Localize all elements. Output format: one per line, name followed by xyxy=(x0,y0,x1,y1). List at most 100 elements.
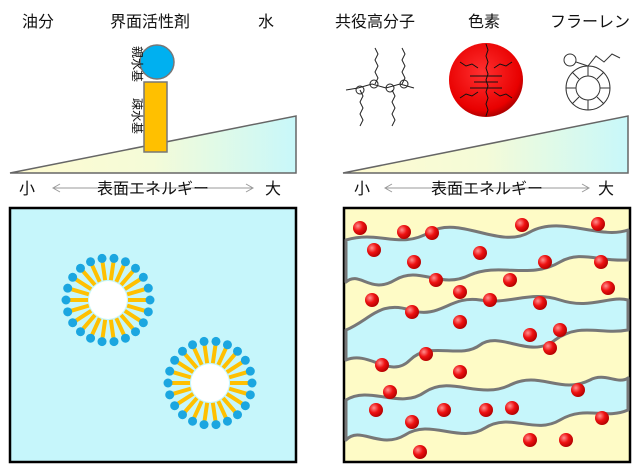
surfactant-tail xyxy=(70,287,90,297)
label-hydrophilic: 親水基 xyxy=(130,46,144,82)
surfactant-head xyxy=(109,253,119,263)
oil-core xyxy=(89,281,127,319)
surfactant-tail xyxy=(225,392,244,406)
surfactant-head xyxy=(120,333,130,343)
surfactant-head xyxy=(188,416,198,426)
surfactant-tail xyxy=(119,269,135,287)
surfactant-head xyxy=(97,253,107,263)
label-surfactant: 界面活性剤 xyxy=(110,12,190,31)
surfactant-tail xyxy=(221,396,237,414)
axis-large: 大 xyxy=(598,179,614,198)
water-panel xyxy=(8,206,298,464)
surfactant-tail xyxy=(114,264,126,283)
label-oil: 油分 xyxy=(22,12,54,31)
axis-title: 表面エネルギー xyxy=(431,179,543,198)
dye-particle xyxy=(591,217,605,231)
surfactant-tail xyxy=(183,396,199,414)
surfactant-head xyxy=(211,336,221,346)
dye-particle xyxy=(503,273,517,287)
surfactant-tail xyxy=(192,400,204,419)
surfactant-tail xyxy=(114,317,126,336)
dye-particle xyxy=(479,403,493,417)
surfactant-tail xyxy=(202,345,210,364)
surfactant-head xyxy=(86,333,96,343)
oil-core xyxy=(191,364,229,402)
surfactant-head xyxy=(233,346,243,356)
surfactant-tail xyxy=(216,347,228,366)
surfactant-tail xyxy=(108,319,116,338)
dye-particle xyxy=(453,285,467,299)
label-fullerene: フラーレン xyxy=(550,12,630,31)
dye-particle xyxy=(383,385,397,399)
surfactant-head xyxy=(68,272,78,282)
surfactant-tail xyxy=(126,287,146,297)
dye-particle xyxy=(429,273,443,287)
surfactant-head xyxy=(61,295,71,305)
surfactant-tail xyxy=(70,303,90,313)
surfactant-tail xyxy=(81,269,97,287)
surfactant-tail xyxy=(172,370,192,380)
surfactant-head xyxy=(163,378,173,388)
axis-title: 表面エネルギー xyxy=(97,179,209,198)
dye-particle xyxy=(571,383,585,397)
dye-particle xyxy=(594,255,608,269)
dye-particle xyxy=(523,328,537,342)
surfactant-tail xyxy=(123,309,142,323)
dye-particle xyxy=(425,226,439,240)
right-header: 共役高分子 色素 フラーレン xyxy=(335,12,630,31)
surfactant-head xyxy=(97,337,107,347)
surfactant-tail xyxy=(202,402,210,421)
surfactant-tail xyxy=(210,345,218,364)
dye-particle xyxy=(595,411,609,425)
surfactant-head xyxy=(177,346,187,356)
surfactant-head xyxy=(68,318,78,328)
dye-particle xyxy=(553,323,567,337)
surfactant-head xyxy=(245,390,255,400)
surfactant-head xyxy=(247,378,257,388)
axis-large: 大 xyxy=(265,179,281,198)
surfactant-head xyxy=(222,416,232,426)
surfactant-tail xyxy=(100,319,108,338)
dye-particle xyxy=(365,293,379,307)
surfactant-tail xyxy=(172,386,192,396)
hydrophilic-head xyxy=(139,44,175,80)
surfactant-tail xyxy=(108,262,116,281)
surfactant-head xyxy=(245,366,255,376)
energy-wedge-right xyxy=(342,115,629,174)
surfactant-tail xyxy=(81,313,97,331)
dye-particle xyxy=(453,365,467,379)
surfactant-head xyxy=(199,336,209,346)
dye-particle xyxy=(601,281,615,295)
micelle xyxy=(61,253,155,347)
surfactant-head xyxy=(75,327,85,337)
surfactant-tail xyxy=(210,402,218,421)
surfactant-head xyxy=(138,272,148,282)
arrow-heads xyxy=(383,183,591,193)
dye-particle xyxy=(413,445,427,459)
surfactant-tail xyxy=(176,392,195,406)
dye-particle xyxy=(437,403,451,417)
dye-structure xyxy=(459,43,513,117)
arrow-heads xyxy=(51,183,255,193)
axis-small: 小 xyxy=(19,179,35,198)
surfactant-head xyxy=(145,295,155,305)
dye-particle xyxy=(407,255,421,269)
surfactant-head xyxy=(131,327,141,337)
surfactant-tail xyxy=(123,277,142,291)
hydrophobic-tail xyxy=(143,81,168,153)
surfactant-tail xyxy=(119,313,135,331)
surfactant-tail xyxy=(228,370,248,380)
surfactant-tail xyxy=(74,309,93,323)
dye-particle xyxy=(538,255,552,269)
label-water: 水 xyxy=(258,12,274,31)
dye-particle xyxy=(483,293,497,307)
surfactant-head xyxy=(233,410,243,420)
surfactant-head xyxy=(240,401,250,411)
polymer-structure xyxy=(345,47,415,127)
dye-particle xyxy=(353,221,367,235)
surfactant-head xyxy=(165,390,175,400)
axis-small: 小 xyxy=(354,179,370,198)
surfactant-head xyxy=(131,263,141,273)
dye-particle xyxy=(523,433,537,447)
